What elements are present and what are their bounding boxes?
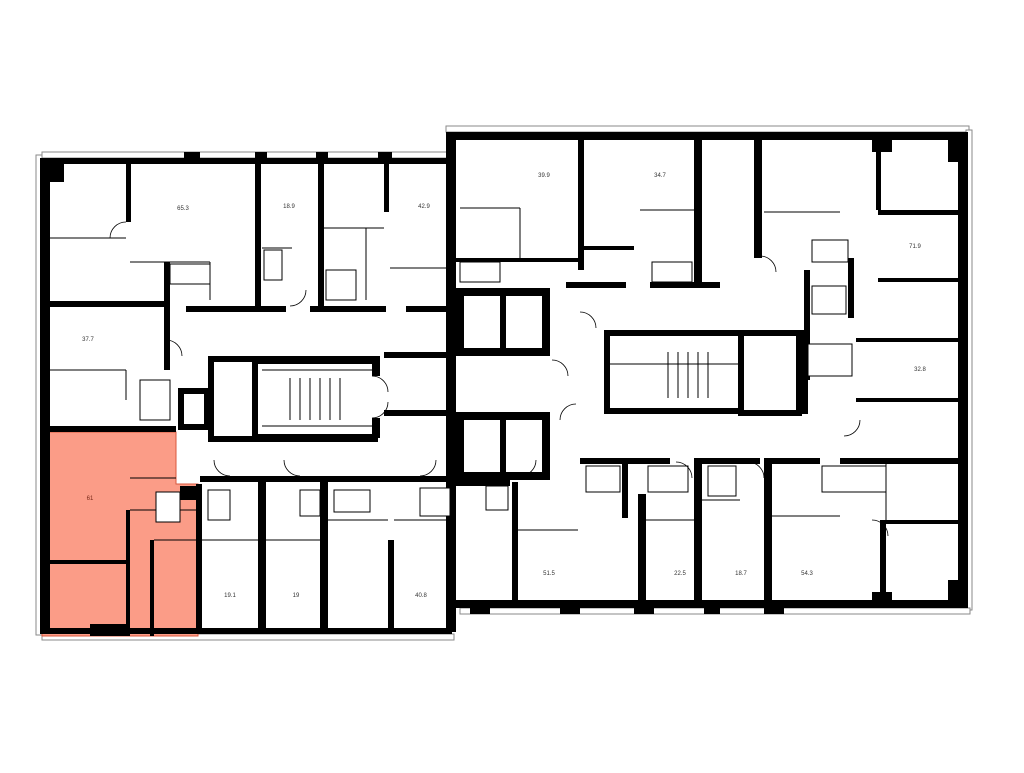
bathroom-fixtures	[139, 239, 887, 523]
apartment-area-label: 54.3	[801, 571, 813, 577]
apartment-area-label: 22.5	[674, 571, 686, 577]
apartment-area-label: 51.5	[543, 571, 555, 577]
apartment-area-label: 40.8	[415, 593, 427, 599]
selected-apartment[interactable]	[41, 431, 199, 637]
apartment-area-label: 32.8	[914, 367, 926, 373]
apartment-area-label: 42.9	[418, 204, 430, 210]
doors	[109, 221, 889, 537]
stair-treads	[289, 352, 709, 420]
apartment-area-label: 71.9	[909, 244, 921, 250]
apartment-area-label: 18.7	[735, 571, 747, 577]
apartment-area-label: 19.1	[224, 593, 236, 599]
apartment-area-label: 37.7	[82, 337, 94, 343]
walls	[40, 132, 968, 636]
apartment-area-label: 34.7	[654, 173, 666, 179]
apartment-area-label: 65.3	[177, 206, 189, 212]
selected-apartment-area[interactable]	[41, 431, 199, 637]
apartment-area-label: 18.9	[283, 204, 295, 210]
apartment-area-label: 39.9	[538, 173, 550, 179]
interior-lines	[48, 207, 887, 541]
apartment-area-label: 61	[87, 496, 94, 502]
area-labels: 65.3 18.9 42.9 39.9 34.7 71.9 37.7 32.8 …	[82, 173, 926, 599]
apartment-area-label: 19	[293, 593, 300, 599]
